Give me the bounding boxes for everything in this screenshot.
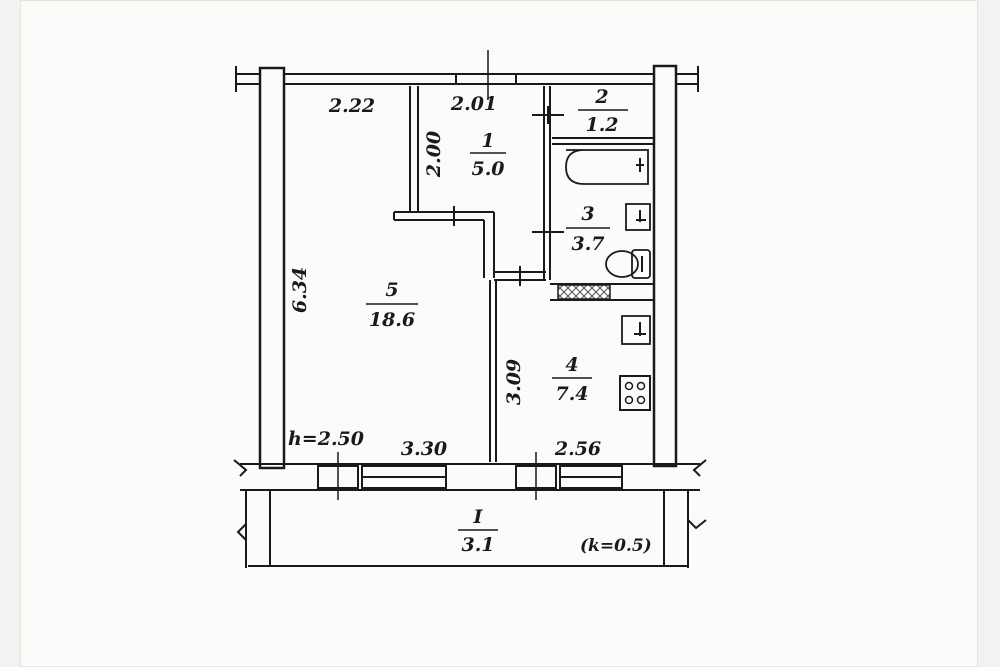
dim-hall-depth: 2.00 <box>423 131 445 178</box>
room-4-label: 4 7.4 <box>552 354 592 405</box>
svg-text:I: I <box>473 506 484 528</box>
svg-text:4: 4 <box>565 354 578 376</box>
right-wall <box>652 64 678 468</box>
ceiling-height: h=2.50 <box>288 428 364 450</box>
room-5-label: 5 18.6 <box>366 279 418 331</box>
svg-text:5: 5 <box>385 279 398 301</box>
room-2-label: 2 1.2 <box>578 86 628 136</box>
kitchen-partition <box>489 266 546 462</box>
dim-bottom-right: 2.56 <box>554 438 601 460</box>
dim-top-middle: 2.01 <box>450 93 497 115</box>
room-3-label: 3 3.7 <box>566 203 610 255</box>
svg-text:1.2: 1.2 <box>585 114 618 136</box>
bath-sink-icon <box>625 203 651 231</box>
svg-text:3: 3 <box>581 203 594 225</box>
hall-partition <box>393 86 495 278</box>
svg-text:2: 2 <box>594 86 608 108</box>
balcony-outline <box>236 490 707 568</box>
dim-top-left: 2.22 <box>328 95 375 117</box>
dim-room-depth: 6.34 <box>289 267 311 313</box>
bottom-wall <box>233 459 707 491</box>
dim-bottom-left: 3.30 <box>401 438 447 460</box>
svg-text:1: 1 <box>481 130 494 152</box>
balcony-coefficient: (k=0.5) <box>580 536 652 556</box>
svg-text:3.7: 3.7 <box>571 233 604 255</box>
stove-icon <box>619 375 651 411</box>
top-wall <box>235 66 699 92</box>
dim-kitchen-depth: 3.09 <box>503 359 525 405</box>
svg-text:7.4: 7.4 <box>555 383 588 405</box>
paper-sheet <box>20 0 978 667</box>
room-1-label: 1 5.0 <box>470 130 506 180</box>
svg-text:3.1: 3.1 <box>461 534 494 556</box>
bathroom-walls <box>532 86 654 301</box>
kitchen-sink-icon <box>621 315 651 345</box>
left-wall <box>258 66 286 470</box>
ventilation-shaft <box>557 284 611 300</box>
svg-text:5.0: 5.0 <box>471 158 504 180</box>
bathtub-icon <box>565 149 649 185</box>
axis-ticks <box>337 50 537 500</box>
toilet-icon <box>605 249 651 279</box>
balcony-label: I 3.1 <box>458 506 498 556</box>
svg-text:18.6: 18.6 <box>369 309 415 331</box>
